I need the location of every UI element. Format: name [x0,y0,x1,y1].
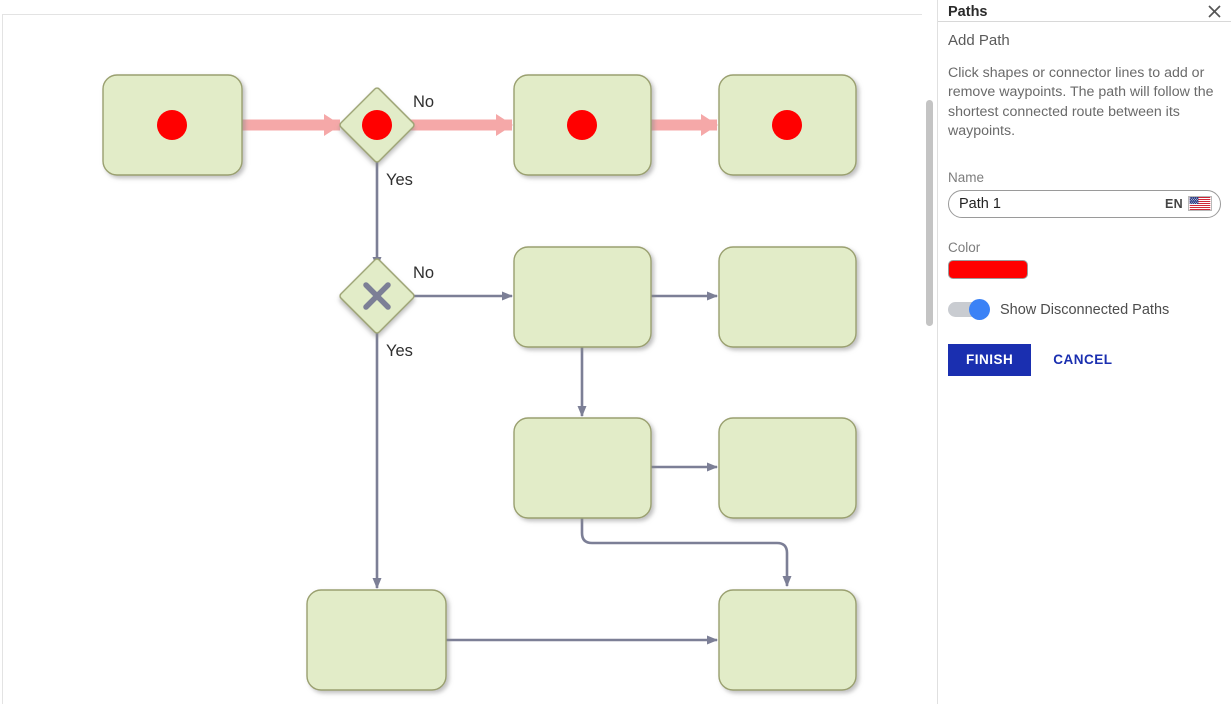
waypoint-marker [362,110,392,140]
task-node[interactable] [718,417,857,519]
task-node[interactable] [513,417,652,519]
finish-button[interactable]: FINISH [948,343,1032,376]
toggle-label: Show Disconnected Paths [1000,301,1170,318]
panel-body: Add Path Click shapes or connector lines… [938,22,1231,376]
waypoint-marker [157,110,187,140]
edge-label-no-1: No [413,93,434,111]
paths-panel: Paths Add Path Click shapes or connector… [937,0,1231,704]
gateway-node[interactable] [339,87,415,163]
panel-title: Paths [948,4,988,20]
show-disconnected-paths-row[interactable]: Show Disconnected Paths [948,299,1221,321]
task-node[interactable] [718,246,857,348]
name-field-label: Name [948,169,985,185]
panel-header: Paths [938,0,1231,22]
connector-n6-n9 [580,518,792,587]
show-disconnected-paths-toggle[interactable] [948,299,990,321]
panel-subtitle: Add Path [948,32,1010,49]
name-input[interactable] [959,191,1166,216]
waypoint-marker [567,110,597,140]
task-node[interactable] [718,589,857,691]
gateway-node[interactable] [339,258,415,334]
task-node[interactable] [718,74,857,176]
scrollbar-thumb[interactable] [926,100,933,326]
task-node[interactable] [306,589,447,691]
color-swatch[interactable] [948,259,1028,279]
connector-layer [242,114,792,645]
us-flag-icon [1188,196,1212,212]
flowchart-diagram[interactable]: No Yes No Yes [0,0,937,704]
waypoint-marker [772,110,802,140]
close-icon[interactable] [1203,1,1225,21]
edge-label-layer: No Yes No Yes [386,93,434,360]
edge-label-yes-1: Yes [386,171,413,189]
diagram-canvas[interactable]: No Yes No Yes [0,0,937,704]
toggle-knob [969,299,990,321]
node-layer[interactable] [102,74,857,691]
color-field-label: Color [948,239,981,255]
canvas-vertical-scrollbar[interactable] [923,16,937,704]
task-node[interactable] [513,246,652,348]
edge-label-no-2: No [413,264,434,282]
task-node[interactable] [102,74,243,176]
language-code-label: EN [1165,196,1183,211]
name-field[interactable]: EN [948,189,1221,218]
cancel-button[interactable]: CANCEL [1047,344,1118,376]
exclusive-gateway-icon [363,282,391,310]
edge-label-yes-2: Yes [386,342,413,360]
task-node[interactable] [513,74,652,176]
panel-actions: FINISH CANCEL [948,343,1221,376]
panel-description: Click shapes or connector lines to add o… [948,65,1214,140]
